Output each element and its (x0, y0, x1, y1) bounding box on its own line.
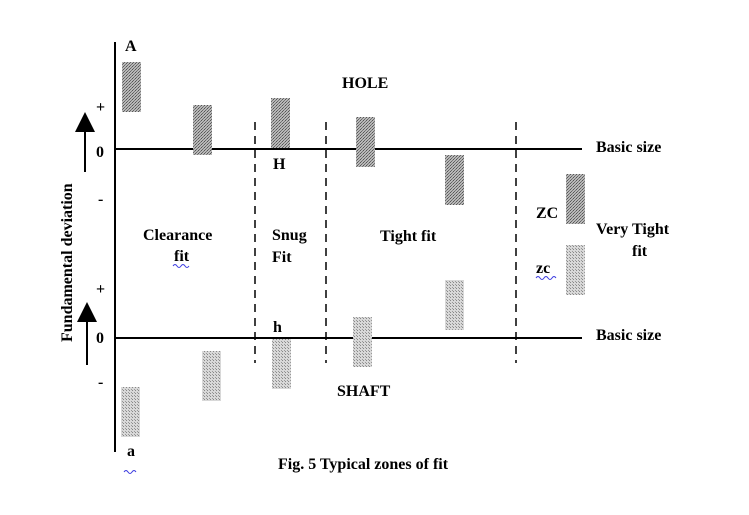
label-zero-top: 0 (96, 144, 104, 161)
hole-zone-clearance (193, 105, 212, 155)
label-clearance-2: fit (174, 248, 190, 265)
hole-zone-A (122, 62, 141, 112)
label-zero-bottom: 0 (96, 330, 104, 347)
label-H: H (273, 156, 286, 173)
hole-zone-tight-1 (356, 117, 375, 167)
squiggle-zc (535, 276, 557, 280)
y-axis-label: Fundamental deviation (59, 183, 76, 342)
squiggle-fit (172, 264, 190, 268)
label-basic-size-top: Basic size (596, 139, 661, 156)
label-minus-bottom: - (98, 374, 103, 391)
label-a: a (127, 443, 135, 460)
label-minus-top: - (98, 191, 103, 208)
hole-zone-tight-2 (445, 155, 464, 205)
label-clearance-1: Clearance (143, 227, 212, 244)
hole-zone-ZC (566, 174, 585, 224)
shaft-zone-a (121, 387, 140, 437)
label-ZC: ZC (536, 205, 558, 222)
label-plus-top: + (96, 99, 105, 116)
label-shaft: SHAFT (337, 383, 391, 400)
figure-caption: Fig. 5 Typical zones of fit (278, 456, 449, 473)
label-hole: HOLE (342, 75, 388, 92)
shaft-zone-tight-1 (353, 317, 372, 367)
label-tight: Tight fit (380, 228, 437, 245)
shaft-zone-h (272, 339, 291, 389)
label-very-tight-1: Very Tight (596, 221, 670, 238)
squiggle-a (123, 470, 137, 474)
label-zc: zc (536, 260, 550, 277)
label-very-tight-2: fit (632, 243, 648, 260)
shaft-zone-tight-2 (445, 280, 464, 330)
label-A: A (125, 38, 137, 55)
label-basic-size-bottom: Basic size (596, 327, 661, 344)
label-h: h (273, 319, 282, 336)
label-snug-2: Fit (272, 249, 292, 266)
hole-zone-H (271, 98, 290, 148)
shaft-zone-clearance (202, 351, 221, 401)
label-snug-1: Snug (272, 227, 307, 244)
shaft-zone-zc (566, 245, 585, 295)
label-plus-bottom: + (96, 281, 105, 298)
